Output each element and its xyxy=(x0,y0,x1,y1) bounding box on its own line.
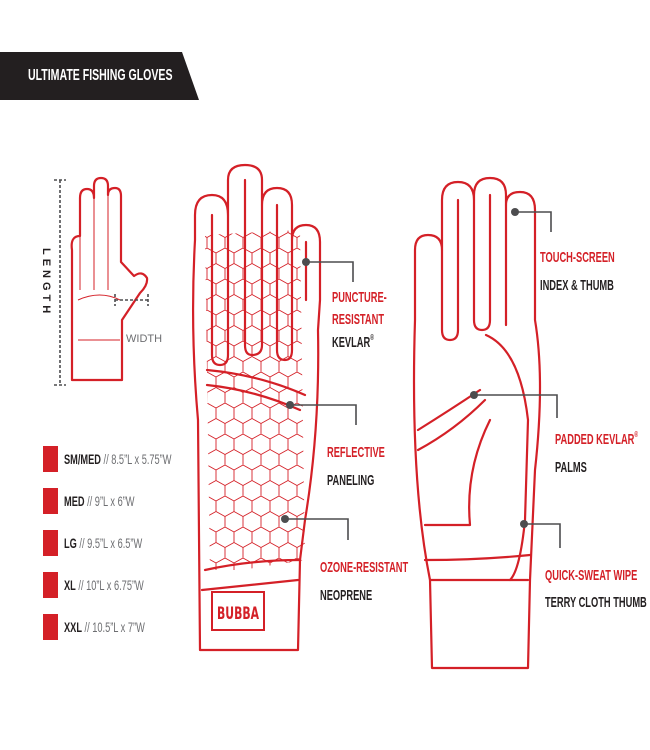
header-banner xyxy=(0,52,199,100)
size-row: SM/MED // 8.5”L x 5.75”W xyxy=(43,446,227,472)
size-text: SM/MED // 8.5”L x 5.75”W xyxy=(64,451,172,467)
width-label: WIDTH xyxy=(126,333,163,345)
feature-terry-cloth-thumb: TERRY CLOTH THUMB xyxy=(545,594,647,611)
bubba-logo: BUBBA xyxy=(217,604,260,624)
size-swatch xyxy=(43,614,58,640)
feature-reflective: REFLECTIVE xyxy=(327,444,385,461)
feature-palms: PALMS xyxy=(555,459,587,476)
size-row: XXL // 10.5”L x 7”W xyxy=(43,614,186,640)
glove-palm-illustration xyxy=(412,176,542,670)
feature-puncture-line2: RESISTANT xyxy=(332,311,385,328)
glove-back-illustration: BUBBA xyxy=(191,163,322,652)
size-text: XXL // 10.5”L x 7”W xyxy=(64,619,145,635)
size-swatch xyxy=(43,572,58,598)
feature-kevlar: KEVLAR® xyxy=(332,333,374,352)
length-label: LENGTH xyxy=(40,248,52,318)
feature-puncture-line1: PUNCTURE- xyxy=(332,289,387,306)
size-row: MED // 9”L x 6”W xyxy=(43,488,171,514)
size-row: XL // 10”L x 6.75”W xyxy=(43,572,185,598)
size-swatch xyxy=(43,488,58,514)
feature-index-thumb: INDEX & THUMB xyxy=(540,277,614,294)
size-swatch xyxy=(43,446,58,472)
feature-quick-sweat-wipe: QUICK-SWEAT WIPE xyxy=(545,567,638,584)
size-text: XL // 10”L x 6.75”W xyxy=(64,577,144,593)
feature-padded-kevlar: PADDED KEVLAR® xyxy=(555,430,639,449)
size-row: LG // 9.5”L x 6.5”W xyxy=(43,530,183,556)
size-swatch xyxy=(43,530,58,556)
size-text: LG // 9.5”L x 6.5”W xyxy=(64,535,143,551)
header-title: ULTIMATE FISHING GLOVES xyxy=(28,67,173,84)
feature-neoprene: NEOPRENE xyxy=(320,587,373,604)
feature-paneling: PANELING xyxy=(327,472,375,489)
feature-ozone-resistant: OZONE-RESISTANT xyxy=(320,559,409,576)
feature-touch-screen: TOUCH-SCREEN xyxy=(540,249,615,266)
size-text: MED // 9”L x 6”W xyxy=(64,493,135,509)
sizing-glove-diagram xyxy=(54,176,149,386)
leader-lines xyxy=(281,208,561,548)
